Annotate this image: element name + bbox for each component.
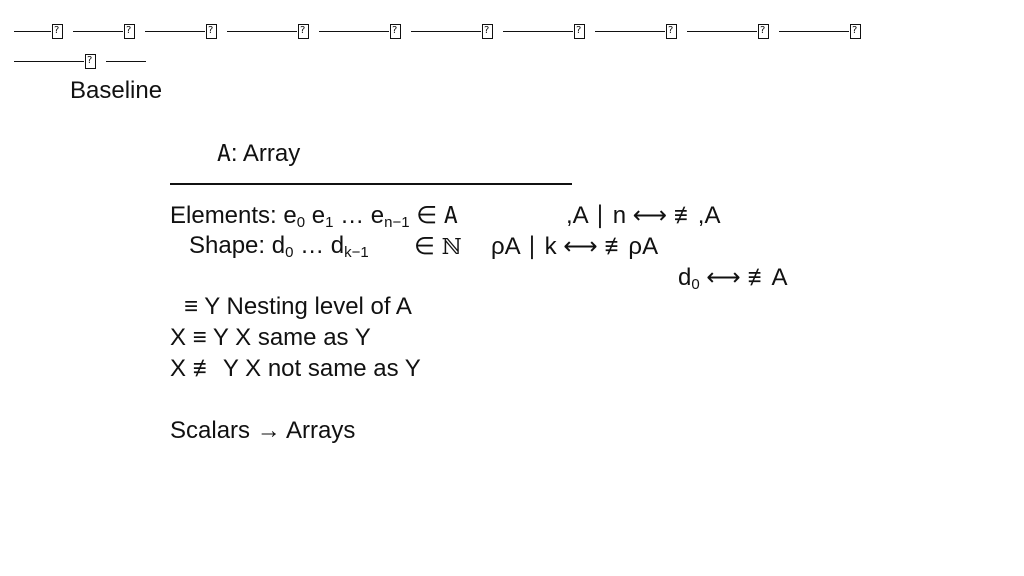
tab-segment — [73, 16, 135, 46]
elements-array-symbol: A — [443, 203, 458, 229]
elements-identity: ,A ∣ n ⟷ ≢,A — [566, 202, 721, 229]
tab-segment — [595, 16, 677, 46]
shape-label: Shape: d — [189, 232, 286, 259]
tab-line — [503, 30, 573, 32]
shape-dots: … d — [293, 232, 345, 259]
shape-sub-0: 0 — [285, 244, 294, 261]
missing-glyph-icon — [298, 22, 309, 40]
elements-dots: … e — [333, 202, 385, 229]
rule-depth: ≡ Y Nesting level of A — [184, 293, 412, 320]
elements-sub-0: 0 — [296, 214, 306, 231]
shape-in: ∈ — [414, 233, 442, 260]
tab-line — [14, 60, 84, 62]
tab-segment — [227, 16, 309, 46]
tab-segment — [106, 46, 147, 76]
missing-glyph-icon — [390, 22, 401, 40]
tab-line — [595, 30, 665, 32]
missing-glyph-icon — [574, 22, 585, 40]
tab-line — [145, 30, 205, 32]
d0-identity: ⟷ ≢A — [699, 264, 788, 291]
tab-segment — [145, 16, 217, 46]
naturals-symbol: ℕ — [441, 235, 462, 260]
scalars-arrays: Scalars → Arrays — [170, 417, 356, 444]
tab-line — [73, 30, 123, 32]
missing-glyph-icon — [124, 22, 135, 40]
elements-label: Elements: e — [170, 202, 297, 229]
baseline-heading: Baseline — [70, 77, 163, 104]
rule-not-match: X ≢ Y X not same as Y — [170, 355, 421, 382]
missing-glyph-icon — [52, 22, 63, 40]
tab-line — [14, 30, 51, 32]
shape-row: Shape: d0 … dk−1 — [189, 232, 369, 260]
shape-identity: ρA ∣ k ⟷ ≢ρA — [491, 233, 659, 260]
missing-glyph-icon — [666, 22, 677, 40]
missing-glyph-icon — [850, 22, 861, 40]
tab-strip-row — [14, 46, 1014, 76]
array-definition: A: Array — [217, 140, 300, 168]
missing-glyph-icon — [758, 22, 769, 40]
tab-segment — [14, 46, 96, 76]
elements-row: Elements: e0 e1 … en−1 ∈ A — [170, 201, 458, 230]
missing-glyph-icon — [85, 52, 96, 70]
tab-line — [779, 30, 849, 32]
elements-sub-n: n−1 — [384, 214, 410, 231]
tab-strip — [14, 16, 1014, 76]
tab-line — [106, 60, 146, 62]
tab-line — [319, 30, 389, 32]
tab-segment — [411, 16, 493, 46]
tab-line — [687, 30, 757, 32]
divider-rule — [170, 183, 572, 185]
d0-text: d — [678, 264, 692, 291]
elements-e1: e — [305, 202, 326, 229]
tab-strip-row — [14, 16, 1014, 46]
shape-membership: ∈ ℕ — [414, 232, 462, 261]
shape-sub-k: k−1 — [344, 244, 369, 261]
elements-sub-1: 1 — [325, 214, 334, 231]
tab-segment — [503, 16, 585, 46]
missing-glyph-icon — [206, 22, 217, 40]
tab-line — [227, 30, 297, 32]
tab-segment — [779, 16, 861, 46]
tab-line — [411, 30, 481, 32]
array-label: : Array — [230, 140, 301, 167]
elements-in: ∈ — [409, 202, 444, 229]
d0-row: d0 ⟷ ≢A — [678, 263, 787, 292]
tab-segment — [319, 16, 401, 46]
tab-segment — [14, 16, 63, 46]
array-symbol: A — [217, 141, 231, 167]
missing-glyph-icon — [482, 22, 493, 40]
tab-segment — [687, 16, 769, 46]
d0-sub: 0 — [691, 276, 700, 293]
rule-match: X ≡ Y X same as Y — [170, 324, 371, 351]
